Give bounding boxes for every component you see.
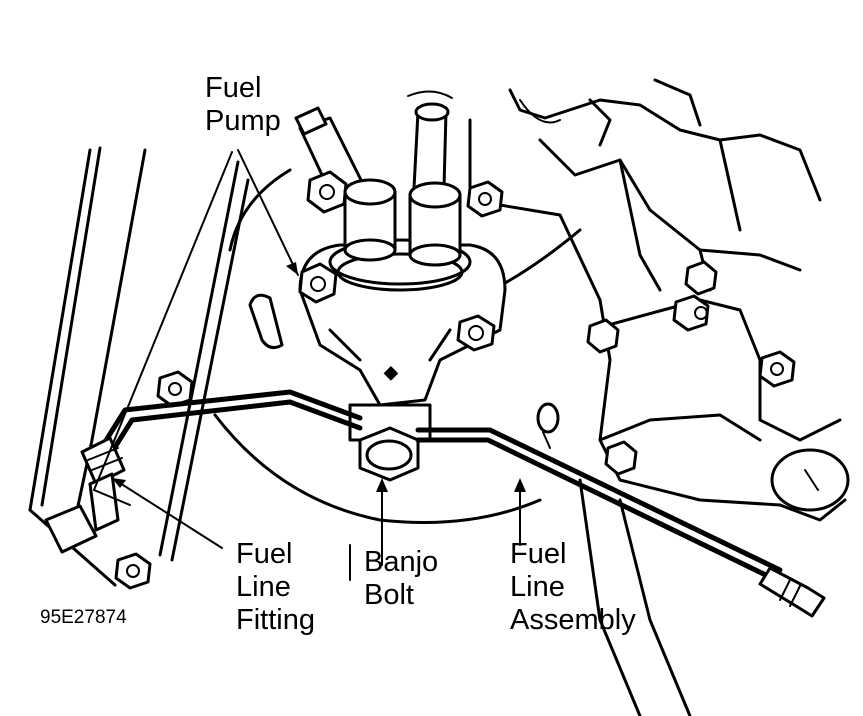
figure-id: 95E27874: [40, 607, 127, 628]
fuel-pump-label: Fuel Pump: [205, 72, 281, 137]
rear-fittings: [294, 90, 504, 218]
leader-lines: [93, 149, 526, 581]
banjo-bolt-label: Banjo Bolt: [364, 546, 439, 611]
fuel-line-fitting: [44, 436, 126, 554]
fuel-pump-body: ◆: [298, 178, 507, 442]
engine-block: [468, 78, 850, 716]
fuel-line-assembly-label: Fuel Line Assembly: [510, 538, 636, 636]
pump-bolts: [298, 262, 496, 352]
svg-text:◆: ◆: [383, 362, 399, 382]
fuel-line-fitting-label: Fuel Line Fitting: [236, 538, 315, 636]
engine-bolts: [586, 260, 796, 476]
frame-bolts: [114, 370, 194, 590]
fuel-line: [97, 389, 826, 618]
banjo-bolt: [358, 426, 420, 482]
